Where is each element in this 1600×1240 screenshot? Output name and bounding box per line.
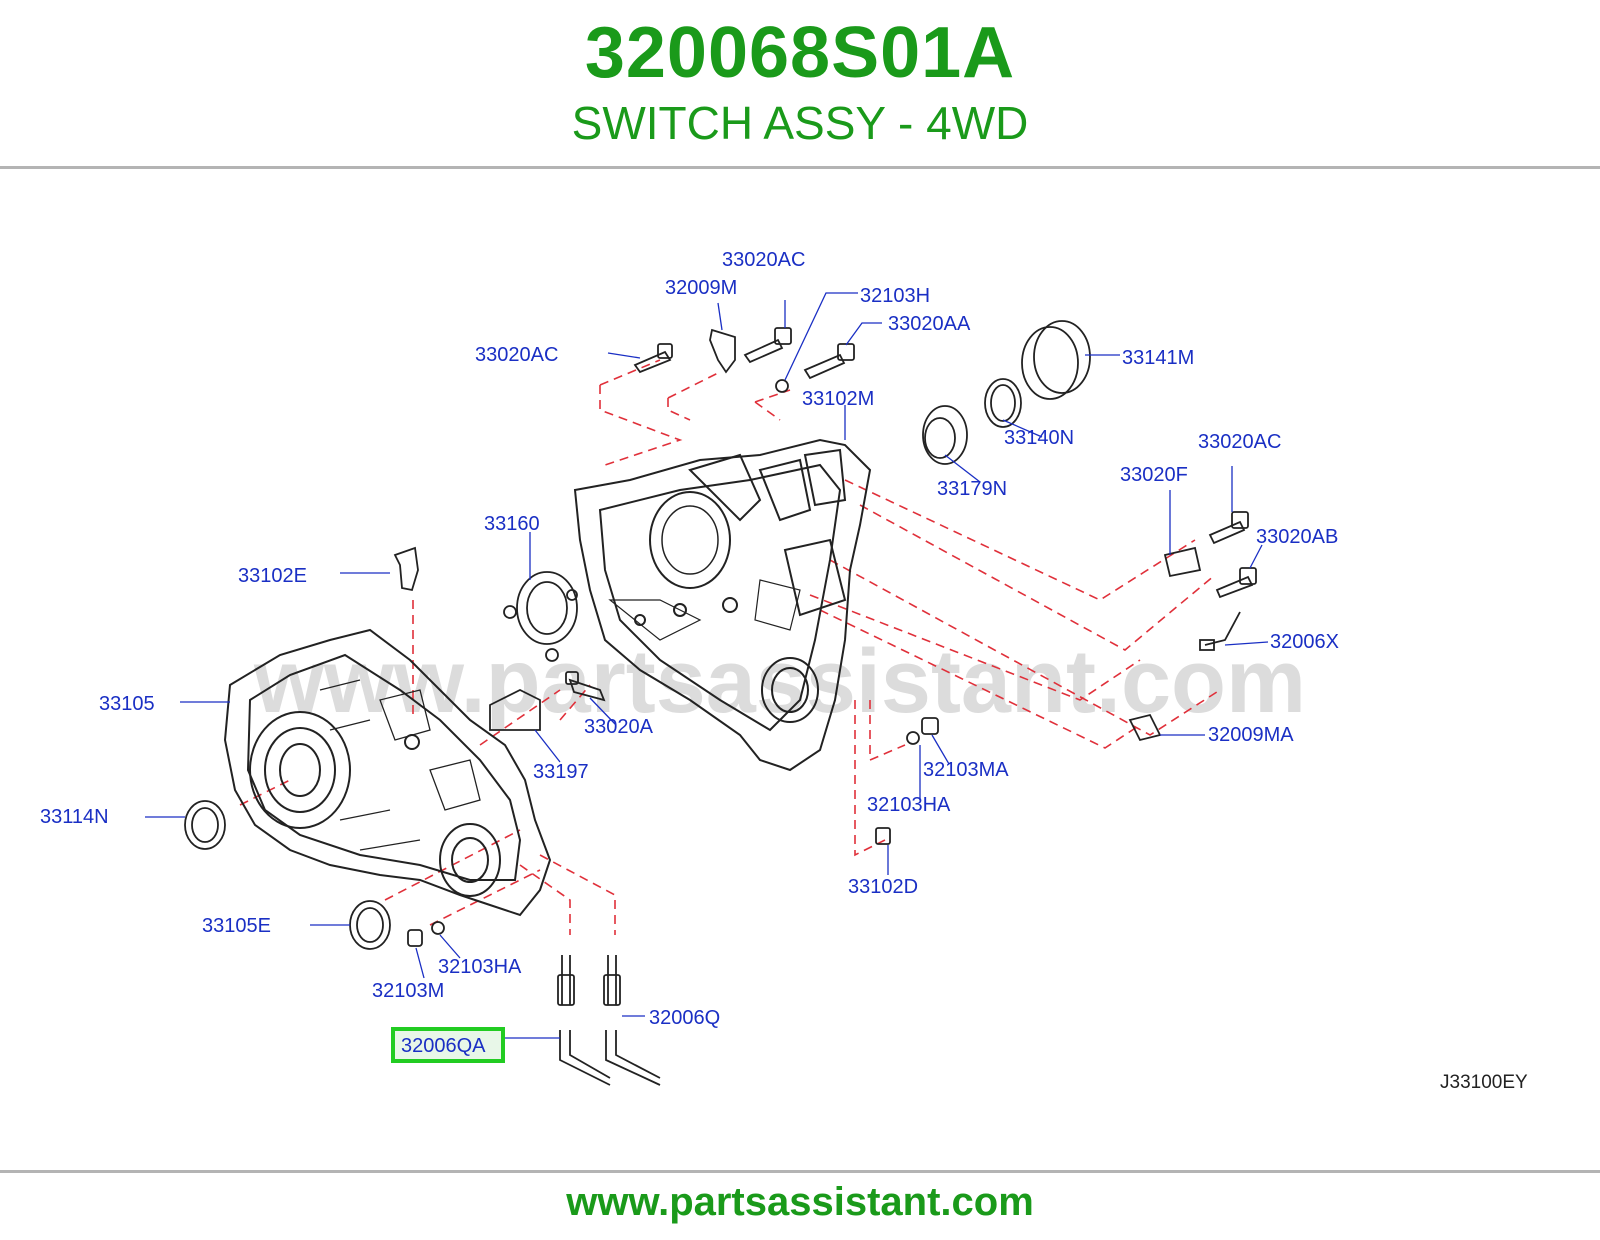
callout-32103h: 32103H [860,285,930,307]
diagram-code: J33100EY [1440,1072,1528,1093]
housing-33105 [223,628,552,917]
footer-site[interactable]: www.partsassistant.com [566,1180,1034,1224]
small-parts [184,320,1257,1086]
assembly-lines [239,359,1221,935]
callout-33114n: 33114N [40,806,109,828]
watermark: www.partsassistant.com [253,632,1306,732]
callout-33020ac-right: 33020AC [1198,431,1281,453]
part-name: SWITCH ASSY - 4WD [571,97,1029,149]
footer-divider [0,1170,1600,1173]
callout-32006qa[interactable]: 32006QA [401,1035,486,1057]
callout-33020f: 33020F [1120,464,1188,486]
callout-32103ha-right: 32103HA [867,794,951,816]
callout-32006q: 32006Q [649,1007,720,1029]
callout-32009ma: 32009MA [1208,724,1294,746]
callout-33105: 33105 [99,693,155,715]
part-number: 320068S01A [584,13,1016,93]
callout-33179n: 33179N [937,478,1007,500]
callout-32103m: 32103M [372,980,444,1002]
callout-33020ac-left: 33020AC [475,344,558,366]
callout-33102m: 33102M [802,388,874,410]
callout-labels: 33020AC 32009M 32103H 33020AA 33020AC 33… [40,249,1339,1029]
callout-32103ha-left: 32103HA [438,956,522,978]
callout-33141m: 33141M [1122,347,1194,369]
leader-lines [145,292,1269,1039]
callout-33105e: 33105E [202,915,271,937]
callout-32009m: 32009M [665,277,737,299]
header-divider [0,166,1600,169]
callout-32103ma: 32103MA [923,759,1009,781]
parts-diagram: www.partsassistant.com [40,249,1528,1093]
callout-33197: 33197 [533,761,589,783]
callout-33140n: 33140N [1004,427,1074,449]
callout-33102e: 33102E [238,565,307,587]
housing-33102m [573,438,872,772]
callout-33020a: 33020A [584,716,654,738]
callout-32006x: 32006X [1270,631,1339,653]
callout-33102d: 33102D [848,876,918,898]
page-header: 320068S01A SWITCH ASSY - 4WD [0,0,1600,166]
callout-33020aa: 33020AA [888,313,971,335]
callout-33160: 33160 [484,513,540,535]
callout-33020ab: 33020AB [1256,526,1338,548]
callout-33020ac-top: 33020AC [722,249,805,271]
highlight-box[interactable] [391,1027,505,1063]
